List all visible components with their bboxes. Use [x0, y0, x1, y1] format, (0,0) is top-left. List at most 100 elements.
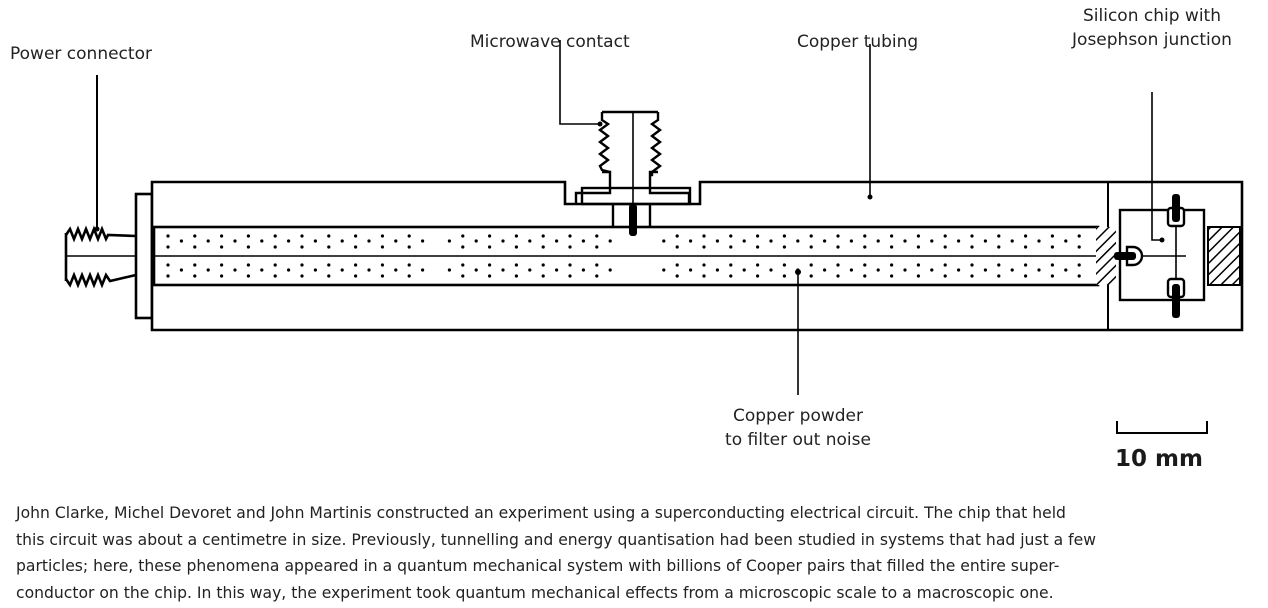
powder-dot — [581, 239, 586, 243]
powder-dot — [193, 234, 197, 238]
powder-dot — [729, 245, 733, 249]
powder-dot — [769, 268, 773, 272]
label-copper-tubing: Copper tubing — [797, 32, 919, 52]
powder-dot — [300, 245, 304, 249]
powder-dot — [193, 245, 197, 249]
powder-dot — [756, 263, 760, 267]
powder-dot — [849, 239, 854, 243]
powder-dot — [729, 234, 733, 238]
powder-dot — [461, 245, 465, 249]
powder-dot — [595, 234, 599, 238]
powder-dot — [595, 263, 599, 267]
microwave-contact-neck — [611, 204, 652, 227]
scale-bar — [1116, 421, 1208, 434]
powder-dot — [890, 234, 894, 238]
powder-dot — [702, 245, 706, 249]
powder-dot — [970, 245, 974, 249]
powder-dot — [568, 234, 572, 238]
powder-dot — [273, 245, 277, 249]
powder-dot — [903, 268, 907, 272]
powder-dot — [220, 274, 224, 278]
powder-dot — [715, 239, 720, 243]
powder-dot — [246, 274, 250, 278]
powder-dot — [354, 245, 358, 249]
powder-dot — [782, 245, 787, 249]
powder-dot — [782, 234, 787, 238]
caption-line: John Clarke, Michel Devoret and John Mar… — [16, 504, 1066, 522]
powder-dot — [287, 268, 291, 272]
powder-dot — [675, 263, 679, 267]
powder-dot — [555, 268, 559, 272]
powder-dot — [702, 274, 706, 278]
powder-dot — [1037, 268, 1041, 272]
microwave-contact-pin — [629, 204, 637, 236]
powder-dot — [166, 234, 170, 238]
powder-dot — [983, 239, 988, 243]
powder-dot — [193, 263, 197, 267]
powder-dot — [179, 239, 183, 243]
powder-dot — [1024, 263, 1028, 267]
hatched-seal-left — [1096, 227, 1116, 285]
powder-dot — [300, 234, 304, 238]
powder-dot — [836, 245, 840, 249]
powder-dot — [407, 234, 411, 238]
powder-dot — [863, 234, 867, 238]
powder-dot — [528, 268, 532, 272]
powder-dot — [970, 263, 974, 267]
powder-dot — [1064, 239, 1068, 243]
powder-dot — [675, 245, 679, 249]
caption-line: particles; here, these phenomena appeare… — [16, 557, 1060, 575]
powder-dot — [246, 245, 250, 249]
copper-powder-dots — [166, 234, 1081, 278]
powder-dot — [514, 263, 519, 267]
powder-dot — [273, 274, 277, 278]
powder-dot — [514, 274, 519, 278]
powder-dot — [742, 268, 746, 272]
powder-dot — [380, 263, 384, 267]
powder-dot — [313, 268, 317, 272]
microwave-contact-inner-stem — [583, 188, 689, 204]
powder-dot — [461, 234, 465, 238]
powder-dot — [220, 234, 224, 238]
caption-line: conductor on the chip. In this way, the … — [16, 583, 1054, 602]
powder-dot — [916, 245, 921, 249]
powder-dot — [501, 268, 505, 272]
powder-dot — [233, 239, 237, 243]
microwave-contact-leader-line — [559, 40, 600, 125]
powder-dot — [421, 268, 425, 272]
powder-dot — [675, 274, 679, 278]
powder-dot — [675, 234, 679, 238]
powder-dot — [474, 268, 478, 272]
powder-dot — [233, 268, 237, 272]
powder-dot — [327, 263, 331, 267]
powder-dot — [206, 239, 210, 243]
powder-dot — [287, 239, 291, 243]
powder-dot — [1050, 245, 1054, 249]
silicon-chip-housing — [1114, 92, 1241, 318]
label-microwave-contact: Microwave contact — [470, 32, 630, 52]
powder-dot — [595, 245, 599, 249]
powder-dot — [367, 268, 371, 272]
powder-dot — [581, 268, 586, 272]
chip-top-pin — [1172, 194, 1180, 222]
microwave-contact — [559, 40, 692, 236]
experiment-diagram — [64, 40, 1244, 434]
powder-dot — [970, 234, 974, 238]
powder-dot — [809, 274, 813, 278]
powder-dot — [1010, 268, 1014, 272]
powder-dot — [796, 239, 800, 243]
powder-dot — [782, 263, 787, 267]
powder-dot — [260, 268, 264, 272]
powder-dot — [166, 274, 170, 278]
powder-dot — [367, 239, 371, 243]
powder-dot — [206, 268, 210, 272]
powder-dot — [461, 274, 465, 278]
powder-dot — [608, 268, 612, 272]
powder-dot — [836, 263, 840, 267]
powder-dot — [1024, 274, 1028, 278]
microwave-contact-left-coil — [598, 112, 611, 174]
powder-dot — [876, 239, 880, 243]
label-silicon-chip-line2: Josephson junction — [1072, 30, 1232, 50]
powder-dot — [943, 274, 947, 278]
powder-dot — [1050, 263, 1054, 267]
